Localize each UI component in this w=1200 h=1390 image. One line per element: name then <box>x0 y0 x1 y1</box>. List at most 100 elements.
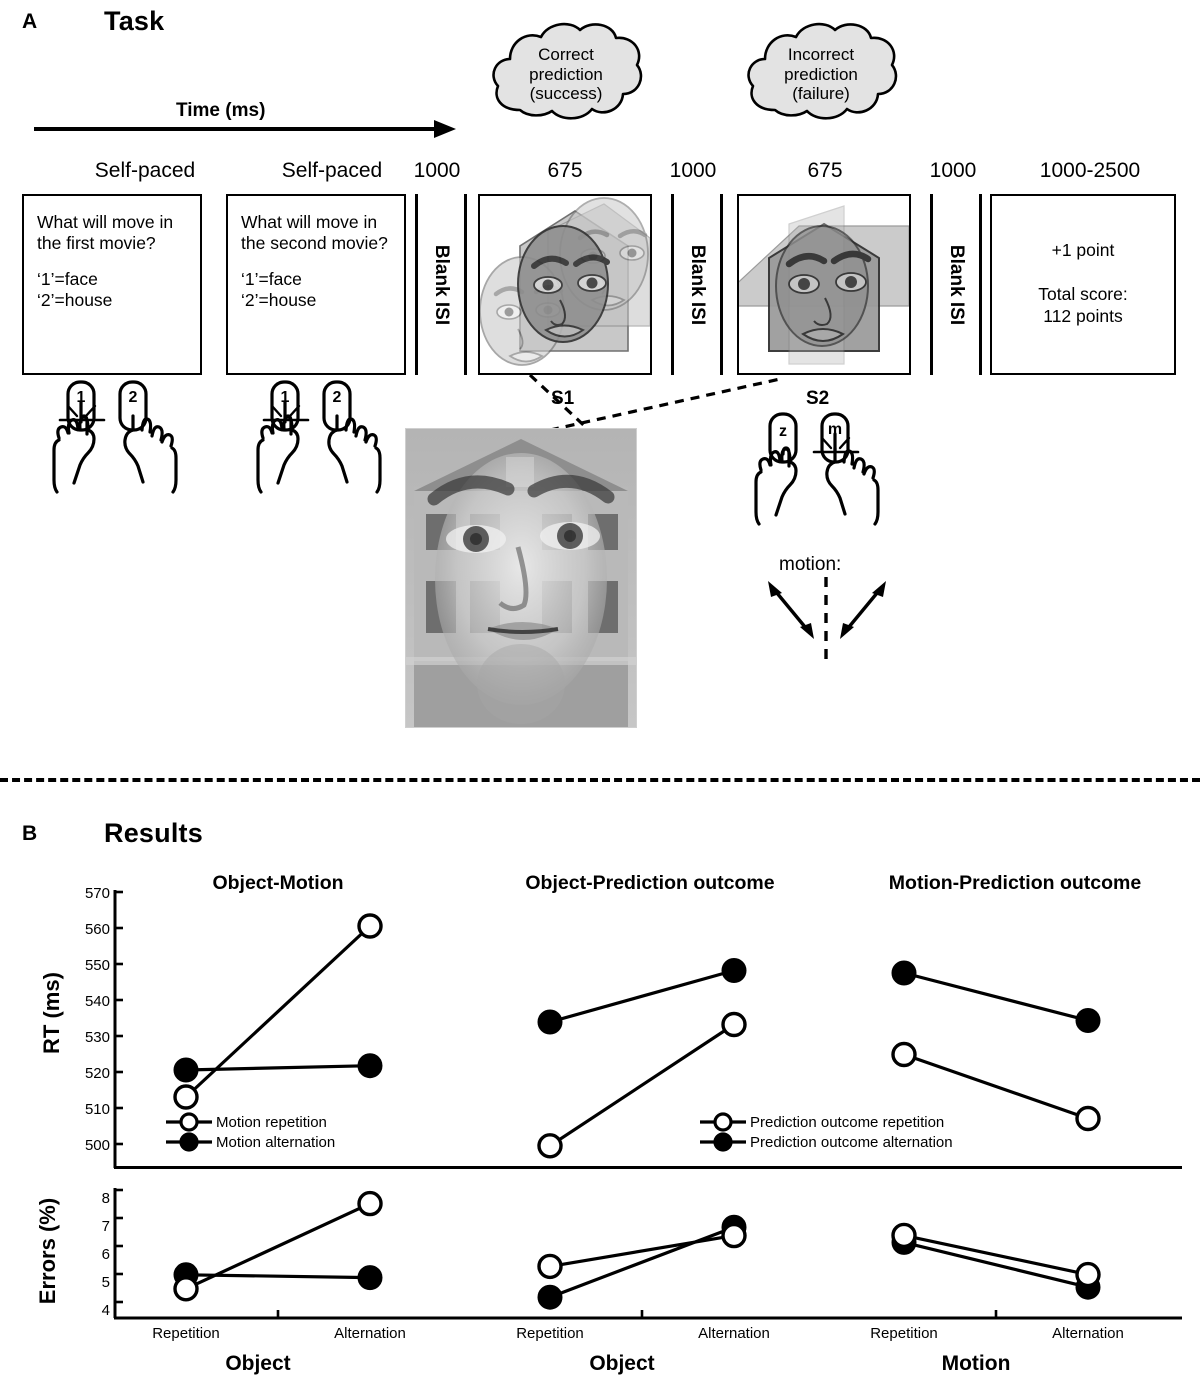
key-label-2: 2 <box>129 389 138 406</box>
feedback-box: +1 point Total score: 112 points <box>990 194 1176 375</box>
rt-tick-530: 530 <box>84 1029 110 1046</box>
key-label-m: m <box>828 421 842 438</box>
key-label-1: 1 <box>77 389 86 406</box>
chart-title-2: Object-Prediction outcome <box>525 872 775 894</box>
legend-group-2: Prediction outcome repetition Prediction… <box>700 1112 953 1152</box>
errors-chart-3-series <box>891 1222 1101 1300</box>
rt-tick-550: 550 <box>84 957 110 974</box>
stimulus-s2-box <box>737 194 911 375</box>
cloud-incorrect-line2: prediction <box>784 64 858 84</box>
blank-isi-3-label: Blank ISI <box>946 244 967 325</box>
question2-line2: the second movie? <box>241 233 388 253</box>
question2-line4: ‘2’=house <box>241 290 317 310</box>
feedback-points: +1 point <box>1051 240 1115 260</box>
legend-filled-marker-1 <box>166 1132 212 1152</box>
rt-chart-3-series <box>891 960 1101 1132</box>
section-divider <box>0 778 1200 782</box>
duration-label-7: 1000 <box>929 159 977 182</box>
rt-plot-area <box>113 890 1182 1168</box>
duration-label-1: Self-paced <box>94 159 196 182</box>
face-house-overlay-s2 <box>739 205 909 365</box>
rt-tick-560: 560 <box>84 921 110 938</box>
legend-label-motion-repetition: Motion repetition <box>216 1113 327 1131</box>
legend-group-1: Motion repetition Motion alternation <box>166 1112 335 1152</box>
s2-connector-line <box>548 375 786 435</box>
question1-line1: What will move in <box>37 212 174 232</box>
cloud-correct-line2: prediction <box>529 64 603 84</box>
cloud-incorrect-line1: Incorrect <box>787 45 855 64</box>
blank-isi-2-label: Blank ISI <box>687 244 708 325</box>
cat-label-1-repetition: Repetition <box>152 1325 220 1342</box>
err-tick-4: 4 <box>101 1302 110 1319</box>
key-label-z: z <box>779 423 787 440</box>
question-box-1: What will move in the first movie? ‘1’=f… <box>22 194 202 375</box>
duration-label-4: 675 <box>547 159 583 182</box>
cat-label-3-repetition: Repetition <box>870 1325 938 1342</box>
errors-axis-title: Errors (%) <box>35 1197 60 1305</box>
duration-label-2: Self-paced <box>281 159 383 182</box>
rt-chart-2-series <box>537 958 747 1159</box>
question2-line3: ‘1’=face <box>241 269 302 289</box>
key-label-1: 1 <box>281 389 290 406</box>
err-tick-5: 5 <box>101 1274 110 1291</box>
key-label-2: 2 <box>333 389 342 406</box>
chart-title-3: Motion-Prediction outcome <box>888 872 1142 894</box>
question1-line4: ‘2’=house <box>37 290 113 310</box>
legend-label-prediction-repetition: Prediction outcome repetition <box>750 1113 945 1131</box>
blank-isi-2: Blank ISI <box>671 194 723 375</box>
panel-b-title: Results <box>104 818 203 848</box>
rt-tick-570: 570 <box>84 885 110 902</box>
errors-plot-area <box>113 1172 1182 1320</box>
feedback-total-value: 112 points <box>1043 306 1123 326</box>
blank-isi-1: Blank ISI <box>415 194 467 375</box>
cat-label-2-repetition: Repetition <box>516 1325 584 1342</box>
rt-tick-520: 520 <box>84 1065 110 1082</box>
legend-label-prediction-alternation: Prediction outcome alternation <box>750 1133 953 1151</box>
cloud-incorrect-prediction: Incorrect prediction (failure) <box>742 18 900 128</box>
cat-label-1-alternation: Alternation <box>334 1325 406 1342</box>
face-outline-front <box>517 225 610 343</box>
err-tick-8: 8 <box>101 1190 110 1207</box>
rt-chart-1-series <box>173 913 383 1110</box>
cloud-correct-prediction: Correct prediction (success) <box>487 18 645 128</box>
motion-arrows-diagram <box>746 575 906 670</box>
chart-title-1: Object-Motion <box>212 872 344 894</box>
hands-response-2: 1 2 <box>252 380 412 495</box>
blank-isi-1-label: Blank ISI <box>431 244 452 325</box>
feedback-total-label: Total score: <box>1038 284 1128 304</box>
stimulus-s1-label: S1 <box>551 388 575 409</box>
rt-tick-500: 500 <box>84 1137 110 1154</box>
duration-label-6: 675 <box>807 159 843 182</box>
cat-label-3-alternation: Alternation <box>1052 1325 1124 1342</box>
rt-errors-separator <box>114 1166 1182 1169</box>
err-tick-6: 6 <box>101 1246 110 1263</box>
legend-open-marker-1 <box>166 1112 212 1132</box>
legend-filled-marker-2 <box>700 1132 746 1152</box>
duration-label-3: 1000 <box>413 159 461 182</box>
stimulus-s2-label: S2 <box>806 388 830 409</box>
time-axis-label: Time (ms) <box>176 100 266 121</box>
hands-motion-response: z m <box>750 412 910 527</box>
err-tick-7: 7 <box>101 1218 110 1235</box>
duration-label-8: 1000-2500 <box>1039 159 1141 182</box>
face-outline-s2 <box>775 225 872 347</box>
question1-line2: the first movie? <box>37 233 156 253</box>
x-axis-title-3: Motion <box>941 1352 1011 1375</box>
cloud-correct-line3: (success) <box>529 84 603 103</box>
face-house-photo <box>405 428 637 728</box>
rt-tick-540: 540 <box>84 993 110 1010</box>
question-box-2: What will move in the second movie? ‘1’=… <box>226 194 406 375</box>
hands-response-1: 1 2 <box>48 380 208 495</box>
panel-b-letter: B <box>22 822 38 845</box>
question2-line1: What will move in <box>241 212 378 232</box>
cat-label-2-alternation: Alternation <box>698 1325 770 1342</box>
errors-chart-1-series <box>173 1190 383 1302</box>
x-axis-title-1: Object <box>225 1352 291 1375</box>
time-arrow <box>34 118 456 140</box>
stimulus-s1-box <box>478 194 652 375</box>
legend-label-motion-alternation: Motion alternation <box>216 1133 336 1151</box>
rt-tick-510: 510 <box>84 1101 110 1118</box>
cloud-correct-line1: Correct <box>538 45 594 64</box>
panel-a-title: Task <box>104 6 165 36</box>
motion-label: motion: <box>779 554 842 575</box>
